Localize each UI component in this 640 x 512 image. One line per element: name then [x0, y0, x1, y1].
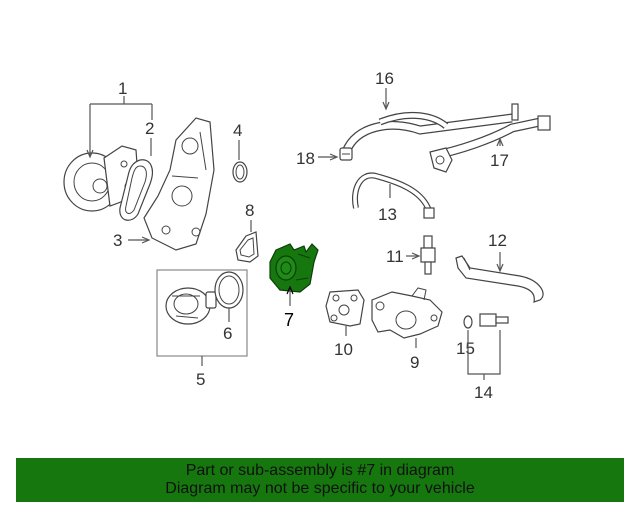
callout-3: 3 [113, 231, 151, 250]
callout-1: 1 [86, 79, 153, 159]
part-18-clamp[interactable] [339, 147, 353, 161]
svg-text:10: 10 [334, 340, 353, 359]
part-15-washer[interactable] [463, 315, 473, 329]
callout-9: 9 [410, 338, 419, 372]
footer-line-1: Part or sub-assembly is #7 in diagram [185, 462, 455, 479]
part-16-upper-pipe[interactable] [341, 111, 513, 154]
svg-text:7: 7 [284, 310, 294, 330]
part-1-water-pump[interactable] [63, 145, 139, 212]
svg-text:18: 18 [296, 149, 315, 168]
part-9-outlet-housing[interactable] [371, 287, 443, 339]
part-7-thermostat-housing[interactable] [269, 243, 319, 293]
svg-text:4: 4 [233, 121, 242, 140]
callout-18: 18 [296, 149, 339, 168]
footer-line-2: Diagram may not be specific to your vehi… [165, 480, 475, 497]
svg-text:15: 15 [456, 339, 475, 358]
part-2-gasket[interactable] [119, 159, 153, 221]
callout-16: 16 [375, 69, 394, 111]
callout-6: 6 [223, 308, 232, 343]
svg-text:3: 3 [113, 231, 122, 250]
callout-7: 7 [284, 285, 294, 330]
callout-11: 11 [386, 247, 421, 266]
callout-2: 2 [145, 119, 154, 156]
svg-text:16: 16 [375, 69, 394, 88]
callout-10: 10 [334, 326, 353, 359]
callout-13: 13 [378, 184, 397, 224]
part-8-gasket[interactable] [235, 231, 259, 263]
callout-14: 14 [467, 330, 501, 402]
svg-text:6: 6 [223, 324, 232, 343]
callout-12: 12 [488, 231, 507, 273]
part-17-pipe-assembly[interactable] [429, 103, 551, 173]
part-6-o-ring[interactable] [214, 271, 244, 309]
svg-text:9: 9 [410, 353, 419, 372]
part-3-housing[interactable] [143, 117, 215, 251]
part-14-bolt[interactable] [479, 313, 509, 327]
callout-5: 5 [196, 356, 205, 389]
part-12-bypass-pipe[interactable] [455, 255, 544, 303]
svg-text:8: 8 [245, 201, 254, 220]
part-13-hose[interactable] [352, 172, 435, 219]
svg-text:13: 13 [378, 205, 397, 224]
svg-text:5: 5 [196, 370, 205, 389]
svg-text:14: 14 [474, 383, 493, 402]
svg-text:11: 11 [386, 247, 404, 266]
callout-8: 8 [245, 201, 254, 232]
svg-text:17: 17 [490, 151, 509, 170]
callout-4: 4 [233, 121, 242, 160]
svg-text:1: 1 [118, 79, 127, 98]
part-4-o-ring[interactable] [232, 161, 248, 183]
svg-text:2: 2 [145, 119, 154, 138]
callout-17: 17 [490, 137, 509, 170]
callout-15: 15 [456, 339, 475, 358]
svg-text:12: 12 [488, 231, 507, 250]
part-10-gasket-plate[interactable] [325, 289, 365, 327]
footer-banner: Part or sub-assembly is #7 in diagram Di… [16, 458, 624, 502]
part-11-sensor[interactable] [420, 235, 436, 275]
